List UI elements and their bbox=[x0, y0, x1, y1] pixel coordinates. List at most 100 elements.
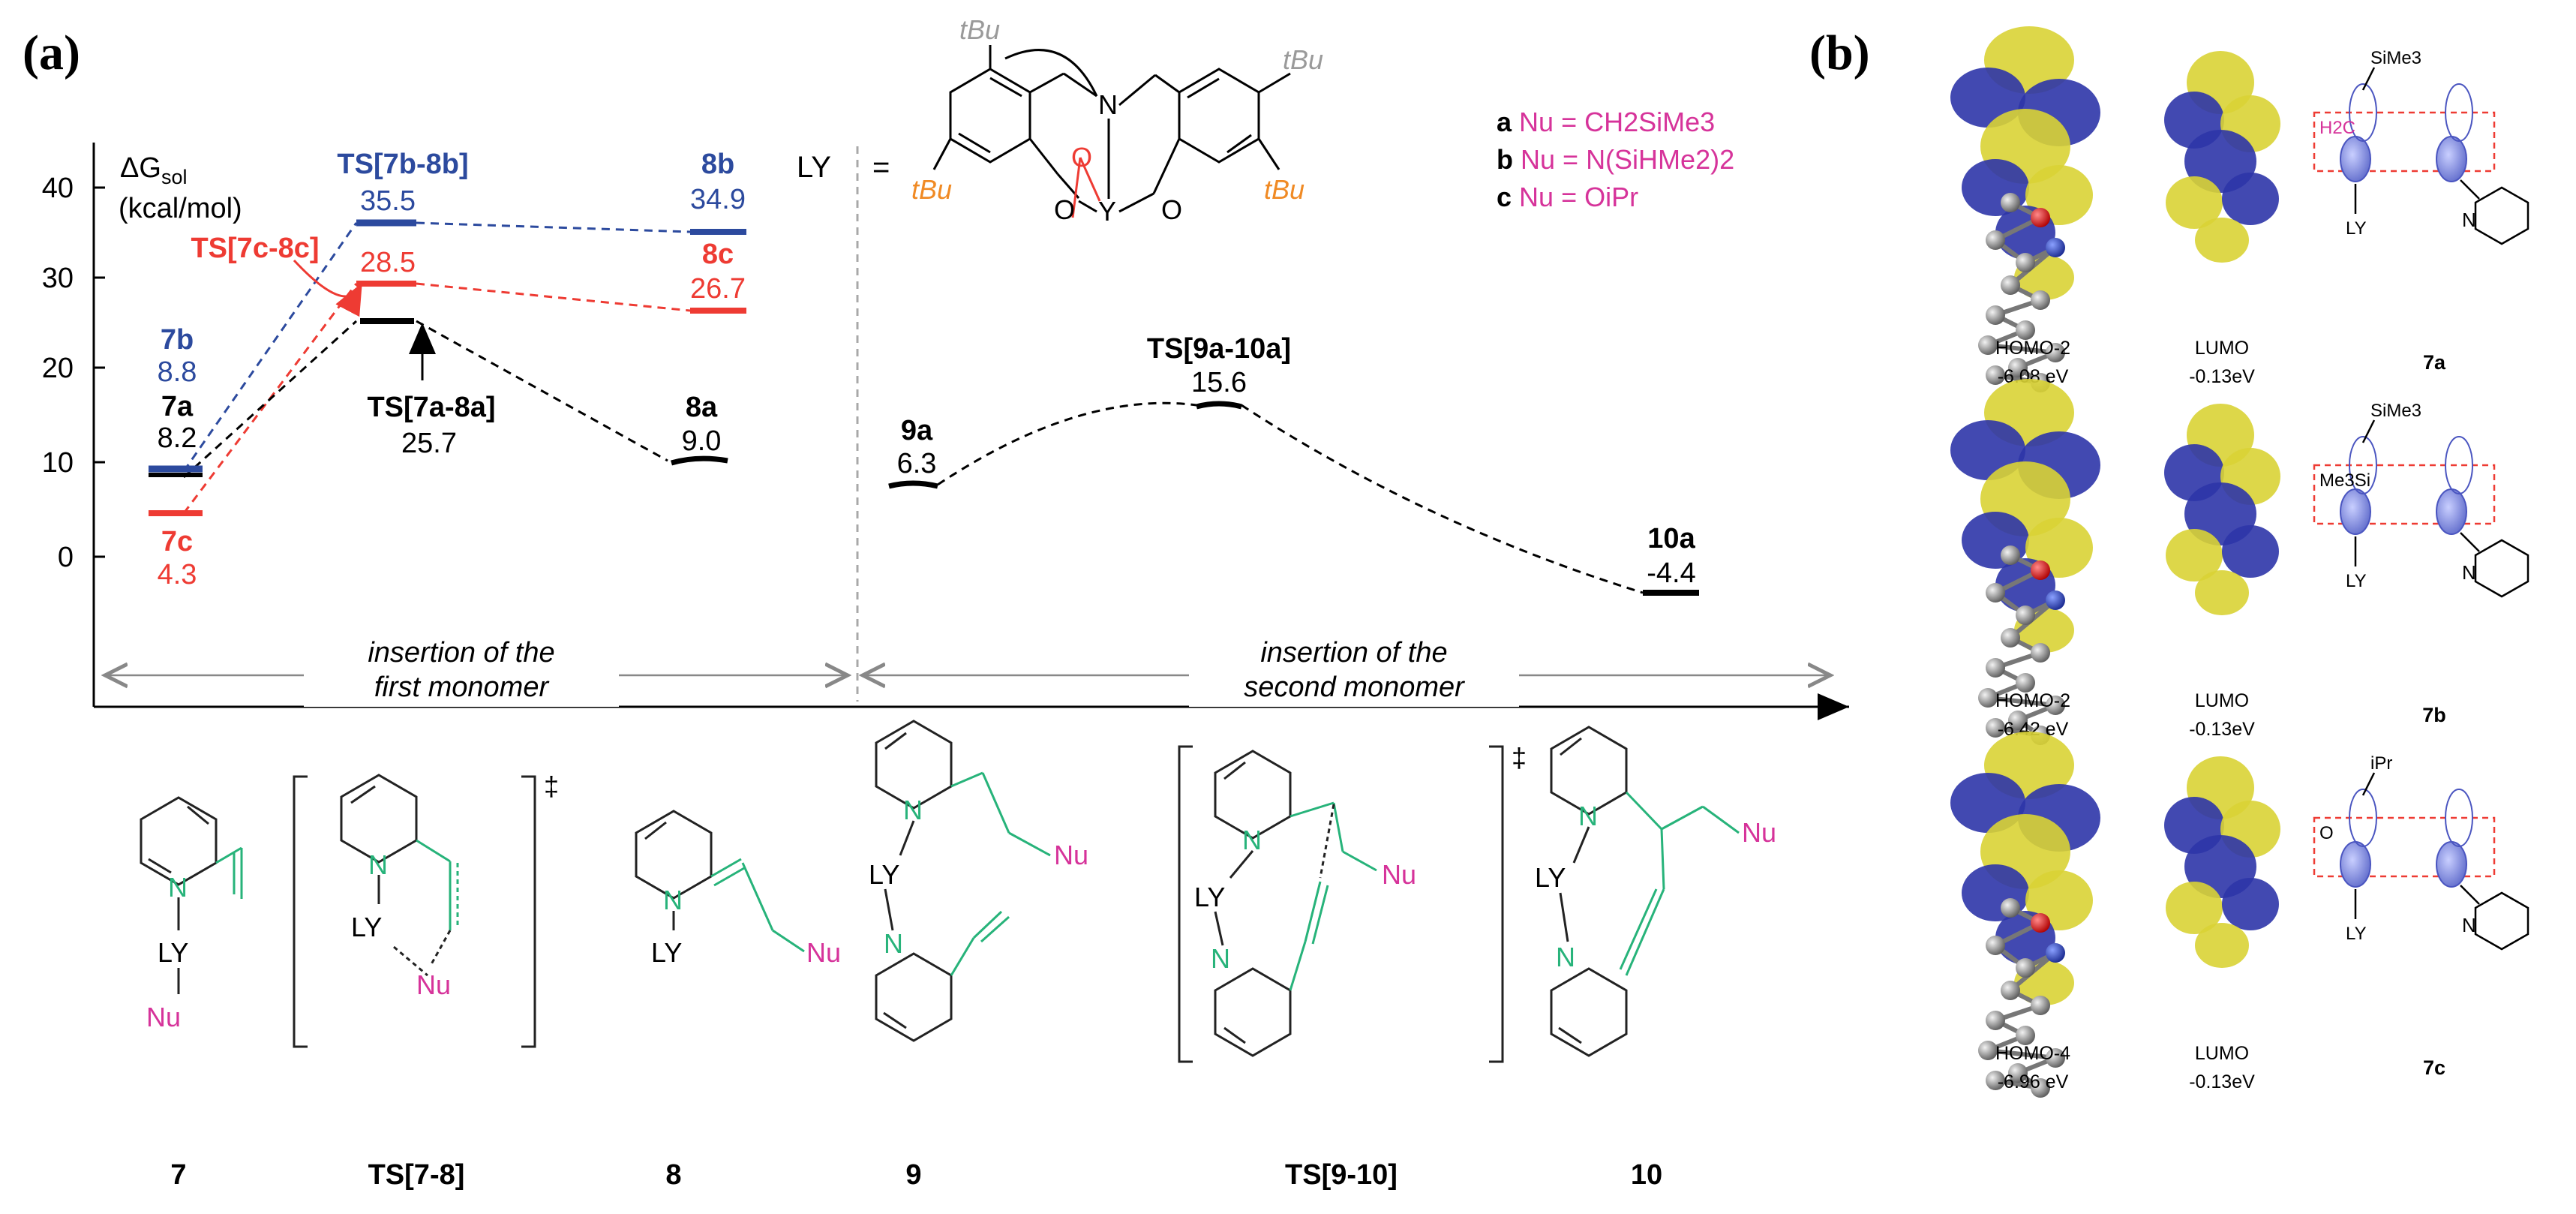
panel-b-label: (b) bbox=[1809, 26, 1870, 80]
svg-text:N: N bbox=[168, 872, 188, 903]
svg-text:b Nu = N(SiHMe2)2: b Nu = N(SiHMe2)2 bbox=[1497, 144, 1734, 175]
region-right-line2: second monomer bbox=[1244, 672, 1465, 703]
svg-text:‡: ‡ bbox=[544, 771, 559, 801]
region-left-line2: first monomer bbox=[374, 672, 550, 703]
schematic-group: Me3Si bbox=[2319, 470, 2370, 491]
label-9a: 9a bbox=[901, 415, 933, 446]
svg-text:LY: LY bbox=[158, 937, 188, 968]
ligand-o-alkoxide: O bbox=[1071, 142, 1092, 173]
value-8c: 26.7 bbox=[690, 273, 746, 305]
svg-text:N: N bbox=[1211, 943, 1230, 974]
structure-label-10: 10 bbox=[1631, 1159, 1662, 1191]
nu-legend: a Nu = CH2SiMe3 b Nu = N(SiHMe2)2 c Nu =… bbox=[1497, 107, 1734, 212]
species-labels: 7b 8.8 7a 8.2 7c 4.3 TS[7b-8b] 35.5 TS[7… bbox=[158, 149, 1696, 590]
ligand-atoms: tBu tBu tBu tBu N Y O O O bbox=[911, 14, 1323, 227]
homo-label: HOMO-2 bbox=[1995, 690, 2070, 711]
lumo-isosurface bbox=[2164, 404, 2280, 615]
y-tick-label: 10 bbox=[42, 447, 74, 479]
compound-label: 7b bbox=[2422, 704, 2446, 726]
schematic-substituent: SiMe3 bbox=[2370, 401, 2421, 421]
region-arrows: insertion of the first monomer insertion… bbox=[105, 637, 1830, 707]
panel-a-label: (a) bbox=[23, 26, 80, 80]
value-7b: 8.8 bbox=[158, 356, 197, 388]
value-ts7b: 35.5 bbox=[360, 185, 416, 217]
schematic-group: H2C bbox=[2319, 118, 2355, 138]
value-ts9a: 15.6 bbox=[1191, 367, 1247, 398]
structure-label-ts9-10: TS[9-10] bbox=[1285, 1159, 1398, 1191]
schematic-n: N bbox=[2462, 914, 2476, 936]
lumo-label: LUMO bbox=[2195, 1043, 2249, 1064]
homo-label: HOMO-4 bbox=[1995, 1043, 2070, 1064]
lumo-label: LUMO bbox=[2195, 338, 2249, 359]
schematic-group: O bbox=[2319, 823, 2334, 843]
schematic-ly: LY bbox=[2346, 218, 2367, 239]
structure-label-ts7-8: TS[7-8] bbox=[368, 1159, 465, 1191]
svg-text:LY: LY bbox=[1535, 862, 1566, 893]
svg-text:N: N bbox=[1242, 825, 1262, 855]
svg-text:c Nu = OiPr: c Nu = OiPr bbox=[1497, 182, 1638, 212]
ligand-y: Y bbox=[1098, 196, 1116, 227]
svg-text:N: N bbox=[368, 849, 388, 880]
label-8b: 8b bbox=[701, 149, 734, 180]
schematic-substituent: iPr bbox=[2370, 753, 2392, 774]
svg-text:Nu: Nu bbox=[806, 937, 841, 968]
label-7b: 7b bbox=[161, 324, 194, 356]
svg-text:LY: LY bbox=[1194, 882, 1225, 912]
y-axis-symbol: ΔGsol bbox=[120, 152, 187, 188]
ligand-o-right: O bbox=[1161, 194, 1182, 225]
svg-text:Nu: Nu bbox=[1054, 840, 1088, 870]
structure-labels: 7 TS[7-8] 8 9 TS[9-10] 10 bbox=[170, 1159, 1662, 1191]
y-axis-unit: (kcal/mol) bbox=[119, 193, 242, 224]
structures-row bbox=[140, 720, 1740, 1063]
label-ts7b: TS[7b-8b] bbox=[337, 149, 468, 180]
y-tick-label: 40 bbox=[42, 173, 74, 204]
value-7c: 4.3 bbox=[158, 559, 197, 590]
schematic-n: N bbox=[2462, 209, 2476, 231]
label-10a: 10a bbox=[1647, 523, 1695, 554]
region-right-line1: insertion of the bbox=[1260, 637, 1447, 669]
value-8b: 34.9 bbox=[690, 184, 746, 215]
label-ts7c: TS[7c-8c] bbox=[191, 233, 319, 264]
svg-text:LY: LY bbox=[869, 859, 899, 890]
svg-text:Nu: Nu bbox=[1742, 817, 1776, 848]
label-8a: 8a bbox=[686, 392, 718, 423]
y-tick-label: 20 bbox=[42, 353, 74, 384]
compound-label: 7a bbox=[2423, 351, 2446, 374]
homo-label: HOMO-2 bbox=[1995, 338, 2070, 359]
lumo-label: LUMO bbox=[2195, 690, 2249, 711]
label-7a: 7a bbox=[161, 391, 194, 422]
lumo-energy: -0.13eV bbox=[2189, 366, 2255, 387]
schematic-substituent: SiMe3 bbox=[2370, 48, 2421, 68]
y-tick-label: 30 bbox=[42, 263, 74, 294]
schematic-ly: LY bbox=[2346, 924, 2367, 944]
value-ts7a: 25.7 bbox=[401, 428, 457, 459]
svg-text:N: N bbox=[884, 928, 903, 959]
lumo-isosurface bbox=[2164, 756, 2280, 968]
svg-text:N: N bbox=[903, 795, 923, 825]
y-tick-label: 0 bbox=[58, 542, 74, 573]
homo-isosurface bbox=[1950, 26, 2100, 392]
ligand-structure bbox=[932, 45, 1291, 218]
label-ts7a: TS[7a-8a] bbox=[367, 392, 495, 423]
lumo-energy: -0.13eV bbox=[2189, 719, 2255, 740]
svg-text:‡: ‡ bbox=[1512, 742, 1527, 773]
tbu-bottom-right: tBu bbox=[1264, 174, 1305, 205]
value-7a: 8.2 bbox=[158, 422, 197, 454]
label-7c: 7c bbox=[161, 526, 193, 557]
homo-isosurface bbox=[1950, 732, 2100, 1098]
tbu-top-right: tBu bbox=[1283, 44, 1323, 75]
schematic-n: N bbox=[2462, 561, 2476, 584]
value-ts7c: 28.5 bbox=[360, 247, 416, 278]
svg-text:Nu: Nu bbox=[146, 1002, 181, 1032]
structure-atoms: N LY Nu N LY Nu ‡ N LY Nu N LY N Nu ‡ N … bbox=[146, 742, 1776, 1032]
region-left-line1: insertion of the bbox=[368, 637, 554, 669]
ligand-n: N bbox=[1098, 89, 1118, 120]
svg-text:N: N bbox=[1578, 801, 1598, 831]
label-ts9a: TS[9a-10a] bbox=[1147, 333, 1291, 365]
tbu-bottom-left: tBu bbox=[911, 174, 952, 205]
compound-label: 7c bbox=[2423, 1056, 2445, 1079]
